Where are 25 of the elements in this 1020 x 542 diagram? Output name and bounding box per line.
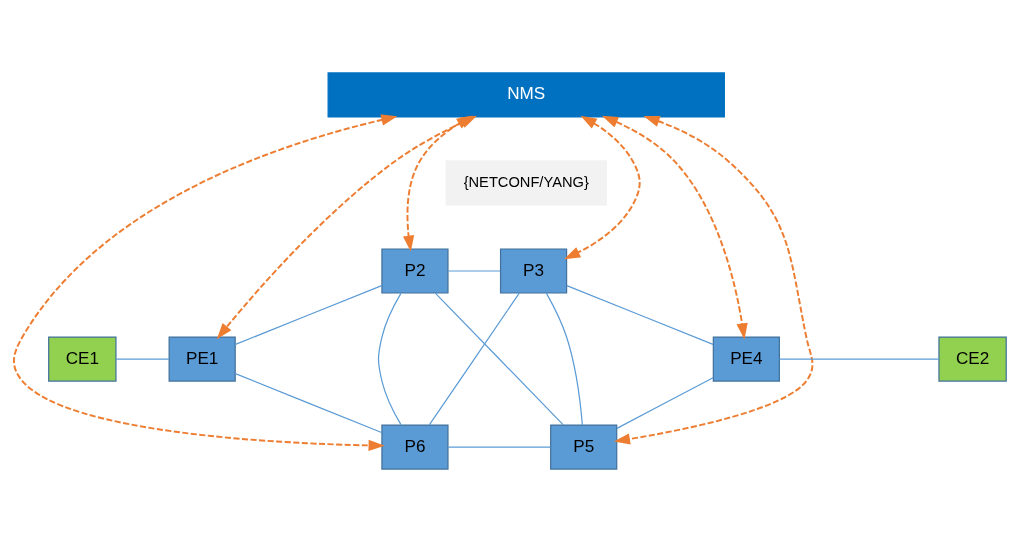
node-box: P5: [550, 424, 618, 470]
node-box: P3: [499, 248, 568, 294]
connector: [115, 358, 170, 360]
connector: [545, 292, 583, 426]
node-box: P6: [381, 424, 449, 470]
node-box: P2: [381, 248, 449, 294]
node-box: PE1: [168, 336, 236, 382]
connector: [778, 358, 940, 360]
node-box: CE1: [48, 336, 117, 382]
arrow: [13, 114, 398, 452]
arrow: [564, 115, 641, 260]
arrow: [601, 115, 748, 340]
connector: [377, 292, 402, 426]
arrow: [613, 115, 814, 445]
node-box: PE4: [712, 336, 780, 382]
connector: [428, 292, 520, 426]
connector: [616, 377, 714, 429]
connector: [434, 292, 564, 426]
connector: [566, 285, 714, 345]
connector: [447, 270, 501, 272]
node-box: CE2: [938, 336, 1007, 382]
connector: [234, 373, 383, 434]
connector: [447, 446, 551, 448]
connector: [234, 285, 383, 345]
node-box: NMS: [327, 72, 725, 118]
